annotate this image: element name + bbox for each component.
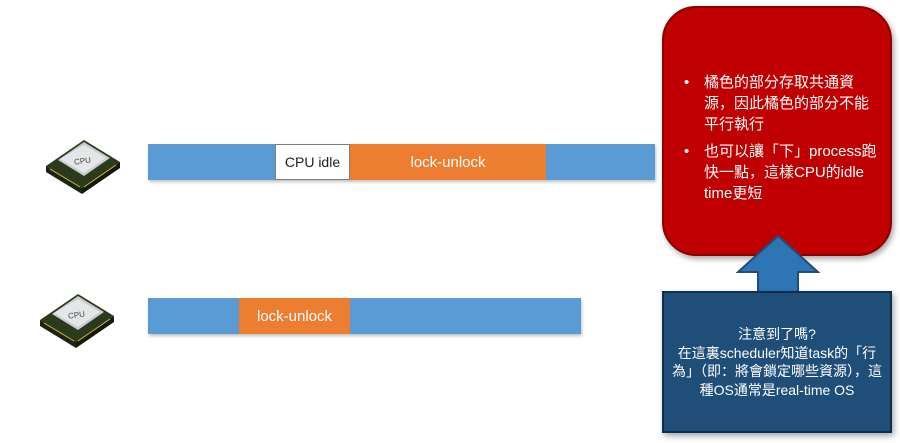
lock-unlock-label-1: lock-unlock: [410, 153, 486, 171]
cpu-idle-segment: CPU idle: [275, 144, 350, 180]
lock-unlock-label-2: lock-unlock: [256, 307, 333, 325]
cpu-chip-label: CPU: [68, 309, 86, 320]
blue-callout-box: 注意到了嗎? 在這裏scheduler知道task的「行為」（即：將會鎖定哪些資…: [662, 291, 892, 433]
callout-bullet-text: 也可以讓「下」process跑快一點，這樣CPU的idle time更短: [704, 143, 877, 202]
cpu-chip-icon: CPU: [46, 140, 120, 194]
cpu-chip-label: CPU: [74, 155, 92, 166]
timeline-bar-2: lock-unlock: [148, 298, 581, 334]
bullet-dot-icon: •: [684, 143, 690, 160]
timeline-bar-1: CPU idle lock-unlock: [148, 144, 655, 180]
cpu-idle-label: CPU idle: [284, 154, 341, 170]
callout-bullet-item: • 橘色的部分存取共通資源，因此橘色的部分不能平行執行: [684, 72, 880, 135]
red-callout-box: • 橘色的部分存取共通資源，因此橘色的部分不能平行執行 • 也可以讓「下」pro…: [662, 6, 892, 256]
callout-bullet-item: • 也可以讓「下」process跑快一點，這樣CPU的idle time更短: [684, 141, 880, 204]
blue-callout-text: 注意到了嗎? 在這裏scheduler知道task的「行為」（即：將會鎖定哪些資…: [672, 326, 882, 398]
callout-bullet-text: 橘色的部分存取共通資源，因此橘色的部分不能平行執行: [704, 74, 870, 133]
callout-bullet-list: • 橘色的部分存取共通資源，因此橘色的部分不能平行執行 • 也可以讓「下」pro…: [684, 72, 880, 210]
up-arrow-icon: [736, 234, 820, 295]
bullet-dot-icon: •: [684, 74, 690, 91]
lock-unlock-segment-1: lock-unlock: [350, 144, 546, 180]
cpu-chip-icon: CPU: [40, 294, 114, 348]
lock-unlock-segment-2: lock-unlock: [239, 298, 350, 334]
